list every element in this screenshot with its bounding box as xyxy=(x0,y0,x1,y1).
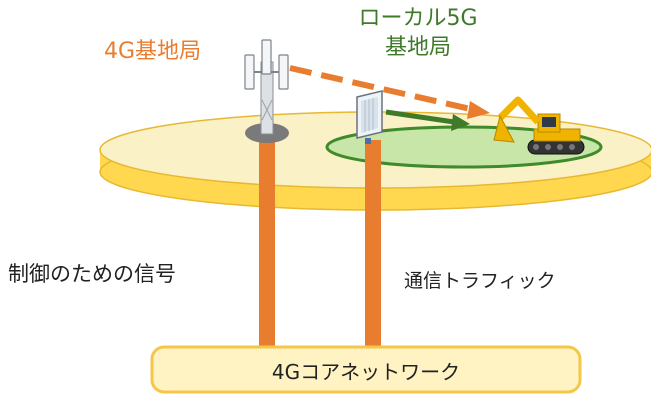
local5g-label-line1: ローカル5G xyxy=(358,6,478,31)
local5g-label-line2: 基地局 xyxy=(384,35,451,60)
lte-base-station-label: 4G基地局 xyxy=(104,39,202,64)
control-link-bar xyxy=(259,140,275,358)
local5g-base-station-label: ローカル5G 基地局 xyxy=(356,4,480,62)
core-network-box xyxy=(150,345,582,394)
excavator-icon xyxy=(493,96,585,155)
lte-link-arrow xyxy=(289,65,490,119)
panel-antenna-icon xyxy=(356,90,383,144)
cell-tower-icon xyxy=(244,39,289,143)
local5g-zone xyxy=(325,125,603,169)
local5g-link-arrow xyxy=(385,109,470,131)
traffic-link-bar xyxy=(365,140,381,358)
control-signal-label: 制御のための信号 xyxy=(8,262,176,286)
traffic-label: 通信トラフィック xyxy=(404,270,556,292)
core-network-label: 4Gコアネットワーク xyxy=(271,360,461,384)
